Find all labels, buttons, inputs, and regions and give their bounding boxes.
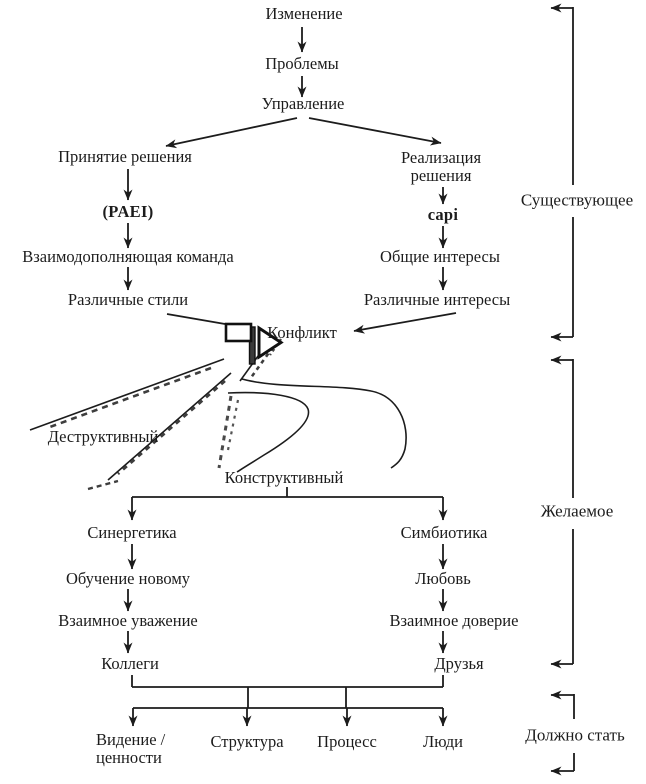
road-sign-icon (224, 322, 284, 365)
node-problems: Проблемы (265, 53, 339, 73)
node-implementation: Реализация решения (400, 147, 482, 185)
node-different-interests: Различные интересы (363, 289, 511, 309)
node-love: Любовь (415, 568, 471, 588)
node-decision-making: Принятие решения (58, 146, 192, 166)
node-complementary-team: Взаимодополняющая команда (22, 246, 234, 266)
node-mutual-respect: Взаимное уважение (58, 610, 198, 630)
phase-label-should-become: Должно стать (525, 725, 625, 745)
node-paei: (PAEI) (102, 201, 154, 221)
node-structure: Структура (210, 731, 284, 751)
node-change: Изменение (265, 3, 343, 23)
node-synergetics: Синергетика (87, 522, 177, 542)
node-capi: capi (427, 204, 459, 224)
node-mutual-trust: Взаимное доверие (389, 610, 519, 630)
node-common-interests: Общие интересы (380, 246, 500, 266)
node-people: Люди (423, 731, 463, 751)
phase-label-desired: Желаемое (540, 501, 614, 521)
node-vision-values: Видение / ценности (96, 730, 166, 768)
node-constructive: Конструктивный (224, 467, 344, 487)
node-conflict: Конфликт (267, 322, 337, 342)
node-symbiotics: Симбиотика (400, 522, 488, 542)
phase-label-existing: Существующее (520, 190, 634, 210)
node-process: Процесс (317, 731, 377, 751)
node-destructive: Деструктивный (47, 426, 159, 446)
road-fork-illustration (29, 338, 407, 491)
node-friends: Друзья (434, 653, 484, 673)
node-learning-new: Обучение новому (65, 568, 191, 588)
node-different-styles: Различные стили (67, 289, 189, 309)
node-colleagues: Коллеги (101, 653, 159, 673)
node-management: Управление (261, 93, 345, 113)
